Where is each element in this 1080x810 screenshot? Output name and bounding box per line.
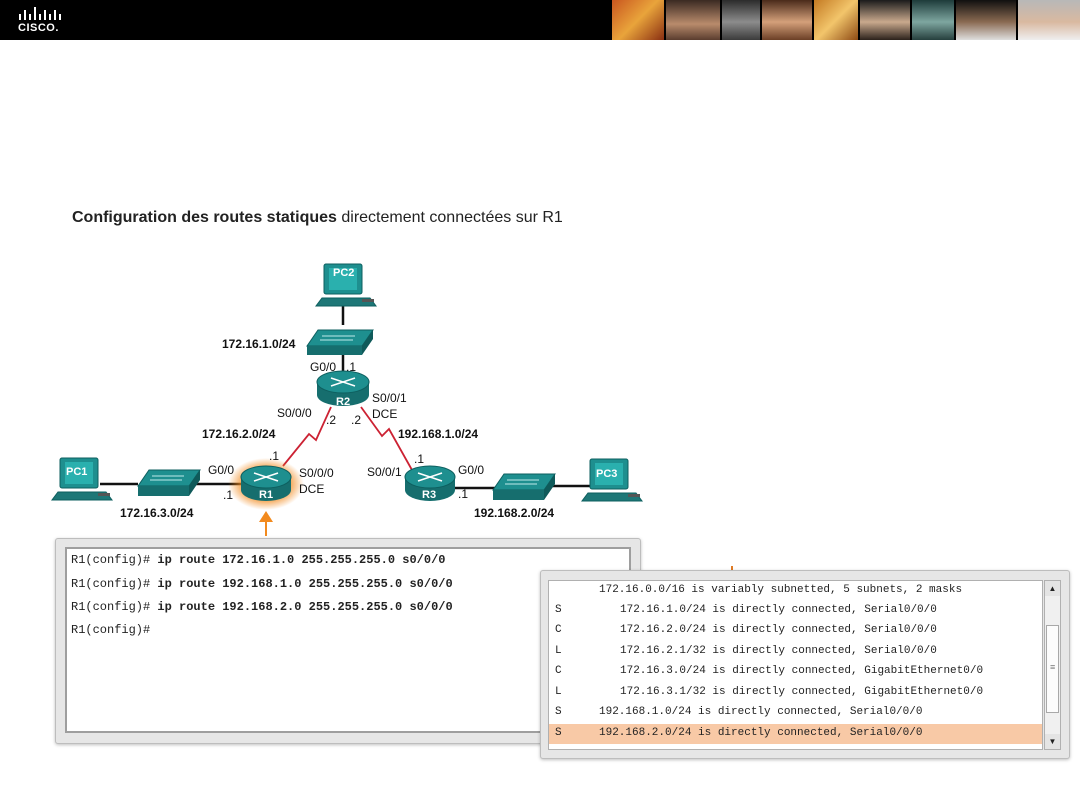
network-label-192-168-2: 192.168.2.0/24 (474, 506, 554, 520)
grip-icon: ≡ (1050, 662, 1056, 672)
routing-row: S 172.16.1.0/24 is directly connected, Se… (549, 601, 1042, 621)
header-photo (860, 0, 910, 40)
header-photo-strip (612, 0, 1080, 40)
r2-g00-host-label: .1 (346, 360, 356, 374)
r2-s001-label: S0/0/1 (372, 391, 407, 405)
serial-link-r1-r2 (282, 406, 332, 467)
config-line: R1(config)# (71, 623, 150, 637)
config-prompt: R1(config)# (71, 553, 158, 567)
pc3-label: PC3 (596, 468, 617, 480)
routing-table-body[interactable]: 172.16.0.0/16 is variably subnetted, 5 s… (548, 580, 1043, 750)
cisco-logo-icon (19, 7, 61, 20)
r2-router-icon (316, 370, 370, 406)
route-text: 172.16.0.0/16 is variably subnetted, 5 s… (599, 584, 963, 596)
config-prompt: R1(config)# (71, 600, 158, 614)
r1-s000-host-label: .1 (269, 449, 279, 463)
scroll-down-button[interactable]: ▼ (1045, 734, 1060, 749)
route-text: 172.16.2.0/24 is directly connected, Ser… (620, 624, 937, 636)
route-code: S (555, 706, 562, 718)
route-code: C (555, 624, 562, 636)
routing-row: 172.16.0.0/16 is variably subnetted, 5 s… (549, 581, 1042, 601)
r1-router-icon (240, 465, 292, 501)
r3-g00-label: G0/0 (458, 463, 484, 477)
route-text: 192.168.1.0/24 is directly connected, Se… (599, 706, 923, 718)
config-line: R1(config)# ip route 192.168.1.0 255.255… (71, 577, 453, 591)
r3-g00-host-label: .1 (458, 487, 468, 501)
routing-row: C 172.16.2.0/24 is directly connected, Se… (549, 621, 1042, 641)
network-label-192-168-1: 192.168.1.0/24 (398, 427, 478, 441)
network-label-172-16-1: 172.16.1.0/24 (222, 337, 296, 351)
header-photo (814, 0, 858, 40)
routing-table-panel: 172.16.0.0/16 is variably subnetted, 5 s… (540, 570, 1070, 759)
pc2-icon (315, 263, 377, 307)
route-code: L (555, 645, 562, 657)
r2-g00-label: G0/0 (310, 360, 336, 374)
route-code: S (555, 604, 562, 616)
config-command: ip route 192.168.1.0 255.255.255.0 s0/0/… (157, 577, 453, 591)
scroll-thumb[interactable]: ≡ (1046, 625, 1059, 713)
header-photo (1018, 0, 1080, 40)
pc1-label: PC1 (66, 466, 87, 478)
diagram-title-bold: Configuration des routes statiques (72, 209, 337, 226)
r1-label: R1 (259, 489, 273, 501)
switch-right-icon (492, 473, 556, 500)
r2-s000-label: S0/0/0 (277, 406, 312, 420)
r2-s000-host-label: .2 (326, 413, 336, 427)
config-terminal-body[interactable]: R1(config)# ip route 172.16.1.0 255.255.… (65, 547, 631, 733)
header-photo (722, 0, 760, 40)
r3-s001-label: S0/0/1 (367, 465, 402, 479)
r2-dce-label: DCE (372, 407, 397, 421)
r3-label: R3 (422, 489, 436, 501)
r1-pointer-arrow-icon (259, 511, 273, 536)
routing-row: L 172.16.3.1/32 is directly connected, Gi… (549, 683, 1042, 703)
config-command: ip route 172.16.1.0 255.255.255.0 s0/0/0 (157, 553, 446, 567)
diagram-title-regular: directement connectées sur R1 (336, 209, 563, 226)
network-label-172-16-2: 172.16.2.0/24 (202, 427, 276, 441)
r2-s001-host-label: .2 (351, 413, 361, 427)
route-code: S (555, 727, 562, 739)
route-text: 172.16.3.0/24 is directly connected, Gig… (620, 665, 984, 677)
r1-s000-label: S0/0/0 (299, 466, 334, 480)
header-photo (956, 0, 1016, 40)
routing-table-scrollbar[interactable]: ▲ ≡ ▼ (1044, 580, 1061, 750)
config-prompt: R1(config)# (71, 623, 151, 637)
switch-left-icon (137, 469, 201, 496)
config-line: R1(config)# ip route 172.16.1.0 255.255.… (71, 553, 445, 567)
pc3-icon (581, 458, 643, 502)
header-photo (666, 0, 720, 40)
r1-g00-host-label: .1 (223, 488, 233, 502)
logo-text: CISCO. (18, 22, 59, 34)
r1-g00-label: G0/0 (208, 463, 234, 477)
scroll-up-button[interactable]: ▲ (1045, 581, 1060, 596)
header-bar: CISCO. (0, 0, 1080, 40)
route-code: C (555, 665, 562, 677)
route-text: 172.16.1.0/24 is directly connected, Ser… (620, 604, 937, 616)
network-label-172-16-3: 172.16.3.0/24 (120, 506, 194, 520)
r2-label: R2 (336, 396, 350, 408)
r3-s001-host-label: .1 (414, 452, 424, 466)
route-text: 172.16.2.1/32 is directly connected, Ser… (620, 645, 937, 657)
diagram-title: Configuration des routes statiques direc… (72, 209, 563, 227)
r1-dce-label: DCE (299, 482, 324, 496)
switch-top-icon (306, 329, 374, 355)
config-prompt: R1(config)# (71, 577, 158, 591)
header-photo (612, 0, 664, 40)
route-text: 192.168.2.0/24 is directly connected, Se… (599, 727, 923, 739)
route-code: L (555, 686, 562, 698)
route-text: 172.16.3.1/32 is directly connected, Gig… (620, 686, 984, 698)
config-line: R1(config)# ip route 192.168.2.0 255.255… (71, 600, 453, 614)
r3-router-icon (404, 465, 456, 501)
config-command: ip route 192.168.2.0 255.255.255.0 s0/0/… (157, 600, 453, 614)
header-photo (912, 0, 954, 40)
routing-row: L 172.16.2.1/32 is directly connected, Se… (549, 642, 1042, 662)
routing-row: S 192.168.1.0/24 is directly connected, S… (549, 703, 1042, 723)
header-photo (762, 0, 812, 40)
pc1-icon (51, 457, 113, 501)
pc2-label: PC2 (333, 267, 354, 279)
serial-link-r2-r3 (360, 406, 413, 471)
routing-row-highlighted: S 192.168.2.0/24 is directly connected, S… (549, 724, 1042, 744)
routing-row: C 172.16.3.0/24 is directly connected, Gi… (549, 662, 1042, 682)
